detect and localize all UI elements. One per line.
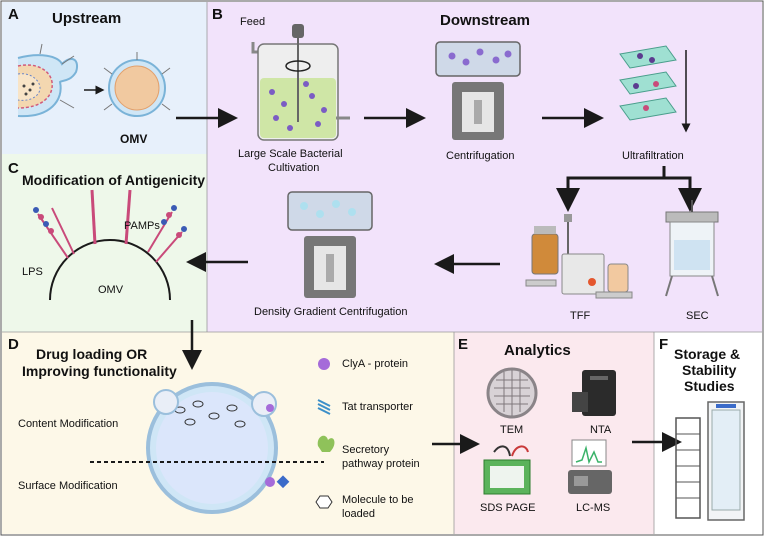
refrigerator-icon — [707, 401, 745, 521]
legend-secretory-1: Secretory — [342, 444, 390, 456]
bioreactor-icon — [251, 24, 350, 141]
storage-title-2: Stability — [682, 362, 737, 378]
legend-secretory-2: pathway protein — [342, 458, 420, 470]
clya-protein-icon — [318, 358, 330, 370]
tem-label: TEM — [500, 424, 524, 436]
panel-d-letter: D — [8, 336, 19, 353]
sds-page-icon — [483, 445, 531, 495]
nta-instrument-icon — [572, 370, 616, 416]
tat-transporter-icon — [317, 399, 331, 415]
legend-tat: Tat transporter — [342, 401, 413, 413]
legend-molecule-1: Molecule to be — [342, 494, 414, 506]
cultivation-label-2: Cultivation — [268, 162, 320, 174]
density-gradient-label: Density Gradient Centrifugation — [254, 306, 408, 318]
lc-ms-label: LC-MS — [576, 502, 611, 514]
sds-page-label: SDS PAGE — [480, 502, 536, 514]
antigenicity-title: Modification of Antigenicity — [22, 172, 206, 188]
tem-grid-icon — [486, 367, 538, 419]
panel-analytics — [454, 332, 654, 534]
panel-e-letter: E — [458, 336, 469, 353]
ultrafiltration-label: Ultrafiltration — [622, 150, 684, 162]
engineered-omv-icon — [146, 382, 290, 514]
legend-clya: ClyA - protein — [342, 358, 409, 370]
downstream-title: Downstream — [440, 12, 531, 29]
surface-modification-label: Surface Modification — [18, 480, 118, 492]
upstream-title: Upstream — [52, 10, 122, 27]
content-modification-label: Content Modification — [18, 418, 119, 430]
omv-label-upstream: OMV — [120, 132, 148, 146]
pamps-label: PAMPs — [124, 220, 160, 232]
centrifuge-icon — [435, 41, 521, 140]
panel-c-letter: C — [8, 160, 19, 177]
omv-label-c: OMV — [98, 284, 124, 296]
drug-loading-title-1: Drug loading OR — [36, 346, 148, 362]
secretory-protein-icon — [317, 435, 335, 452]
lc-ms-icon — [568, 439, 612, 494]
sec-label: SEC — [686, 310, 709, 322]
storage-rack-icon — [675, 417, 701, 519]
panel-a-letter: A — [8, 6, 19, 23]
bacterium-icon — [17, 43, 78, 118]
centrifugation-label: Centrifugation — [446, 150, 515, 162]
density-gradient-centrifuge-icon — [287, 191, 373, 298]
analytics-title: Analytics — [504, 342, 571, 359]
storage-title-1: Storage & — [674, 346, 741, 362]
sec-apparatus-icon — [665, 200, 719, 297]
tff-label: TFF — [570, 310, 591, 322]
tff-apparatus-icon — [525, 214, 633, 299]
lps-label: LPS — [22, 266, 43, 278]
molecule-icon — [315, 495, 333, 509]
drug-loading-title-2: Improving functionality — [22, 363, 177, 379]
panel-b-letter: B — [212, 6, 223, 23]
omv-vesicle-icon — [103, 52, 171, 117]
cultivation-label-1: Large Scale Bacterial — [238, 148, 343, 160]
nta-label: NTA — [590, 424, 612, 436]
ultrafiltration-icon — [619, 45, 691, 133]
omv-lps-pamps-icon — [33, 189, 187, 301]
storage-title-3: Studies — [684, 378, 735, 394]
feed-label: Feed — [240, 16, 266, 28]
panel-f-letter: F — [659, 336, 669, 353]
legend-molecule-2: loaded — [342, 508, 376, 520]
